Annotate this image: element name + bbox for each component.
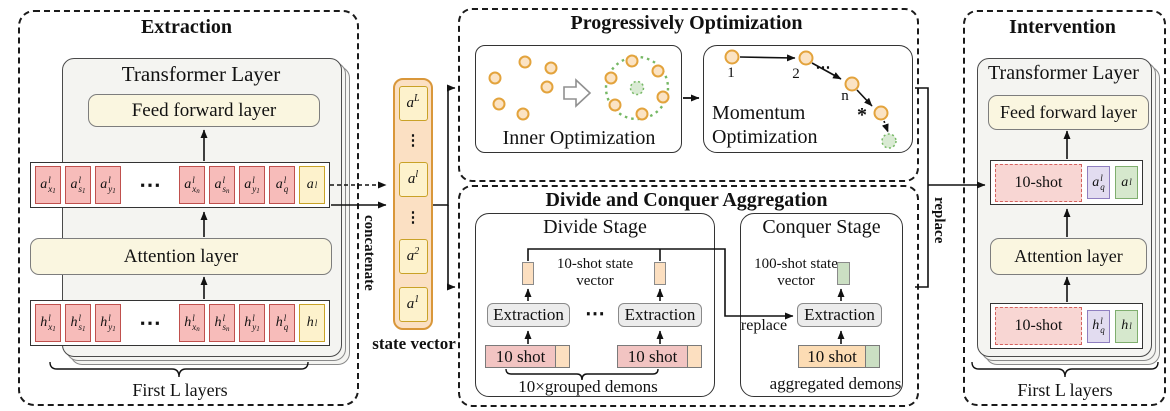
intervention-feed-forward-layer: Feed forward layer	[988, 95, 1149, 130]
momentum-point-1-label: 1	[727, 65, 735, 81]
ellipsis: ⋯	[139, 172, 161, 197]
momentum-point-2-label: 2	[792, 66, 800, 82]
intervention-title: Intervention	[1009, 16, 1116, 38]
progressively-optimization-title: Progressively Optimization	[570, 12, 803, 34]
ten-shot-state-vector-rect	[654, 262, 666, 285]
state-vector-branch-arrows	[433, 84, 456, 291]
momentum-point-star-label: *	[857, 104, 867, 126]
conquer-extraction-box: Extraction	[797, 303, 882, 327]
state-vector-segment	[687, 346, 701, 367]
divide-ellipsis: ⋯	[585, 303, 605, 325]
conquer-stage-title: Conquer Stage	[762, 216, 881, 238]
replace-vertical-label: replace	[931, 196, 947, 244]
replace-label: replace	[740, 317, 788, 334]
divide-conquer-title: Divide and Conquer Aggregation	[545, 189, 828, 211]
state-vector-segment	[555, 346, 569, 367]
intervention-first-l-layers-label: First L layers	[1017, 380, 1113, 400]
concatenate-label: concatenate	[361, 215, 377, 291]
aggregated-demos-box: 10 shot	[798, 345, 880, 368]
ellipsis: ⋯	[139, 310, 161, 335]
momentum-optimization-label: Momentum Optimization	[712, 102, 818, 148]
ten-shot-state-vector-rect	[522, 262, 534, 285]
aggregated-demons-label: aggregated demons	[769, 374, 902, 393]
hundred-shot-state-vector-rect	[837, 262, 850, 285]
transformer-layer-title: Transformer Layer	[121, 62, 281, 86]
hundred-shot-state-vector-label: 100-shot state vector	[754, 256, 838, 289]
vertical-ellipsis: ⋮	[405, 209, 421, 226]
aggregated-demos-shot-label: 10 shot	[799, 346, 865, 367]
attention-layer: Attention layer	[30, 238, 332, 275]
divide-extraction-box: Extraction	[487, 303, 570, 327]
ten-shot-demos-label: 10 shot	[486, 346, 555, 367]
momentum-point-n-label: n	[841, 88, 849, 104]
intervention-transformer-title: Transformer Layer	[988, 62, 1139, 84]
vertical-ellipsis: ⋮	[405, 133, 421, 150]
feed-forward-layer: Feed forward layer	[88, 94, 320, 127]
momentum-ellipsis: ⋯	[815, 60, 831, 76]
ten-shot-demos-box: 10 shot	[617, 345, 702, 368]
extraction-title: Extraction	[140, 16, 233, 38]
ten-shot-intervention-token: 10-shot	[995, 307, 1082, 345]
ten-shot-demos-box: 10 shot	[485, 345, 570, 368]
grouped-demons-label: 10×grouped demons	[518, 377, 658, 396]
divide-stage-title: Divide Stage	[543, 216, 647, 238]
ten-shot-state-vector-label: 10-shot state vector	[556, 256, 634, 289]
inner-optimization-label: Inner Optimization	[502, 127, 656, 149]
divide-extraction-box: Extraction	[618, 303, 702, 327]
state-vector-label: state vector	[372, 334, 456, 353]
extraction-section	[18, 10, 359, 406]
ten-shot-demos-label: 10 shot	[618, 346, 687, 367]
intervention-section	[963, 10, 1166, 406]
intervention-attention-layer: Attention layer	[990, 238, 1147, 275]
state-vector-segment	[865, 346, 879, 367]
first-l-layers-label: First L layers	[132, 380, 228, 400]
ten-shot-intervention-token: 10-shot	[995, 163, 1082, 202]
divide-conquer-section	[458, 185, 919, 407]
